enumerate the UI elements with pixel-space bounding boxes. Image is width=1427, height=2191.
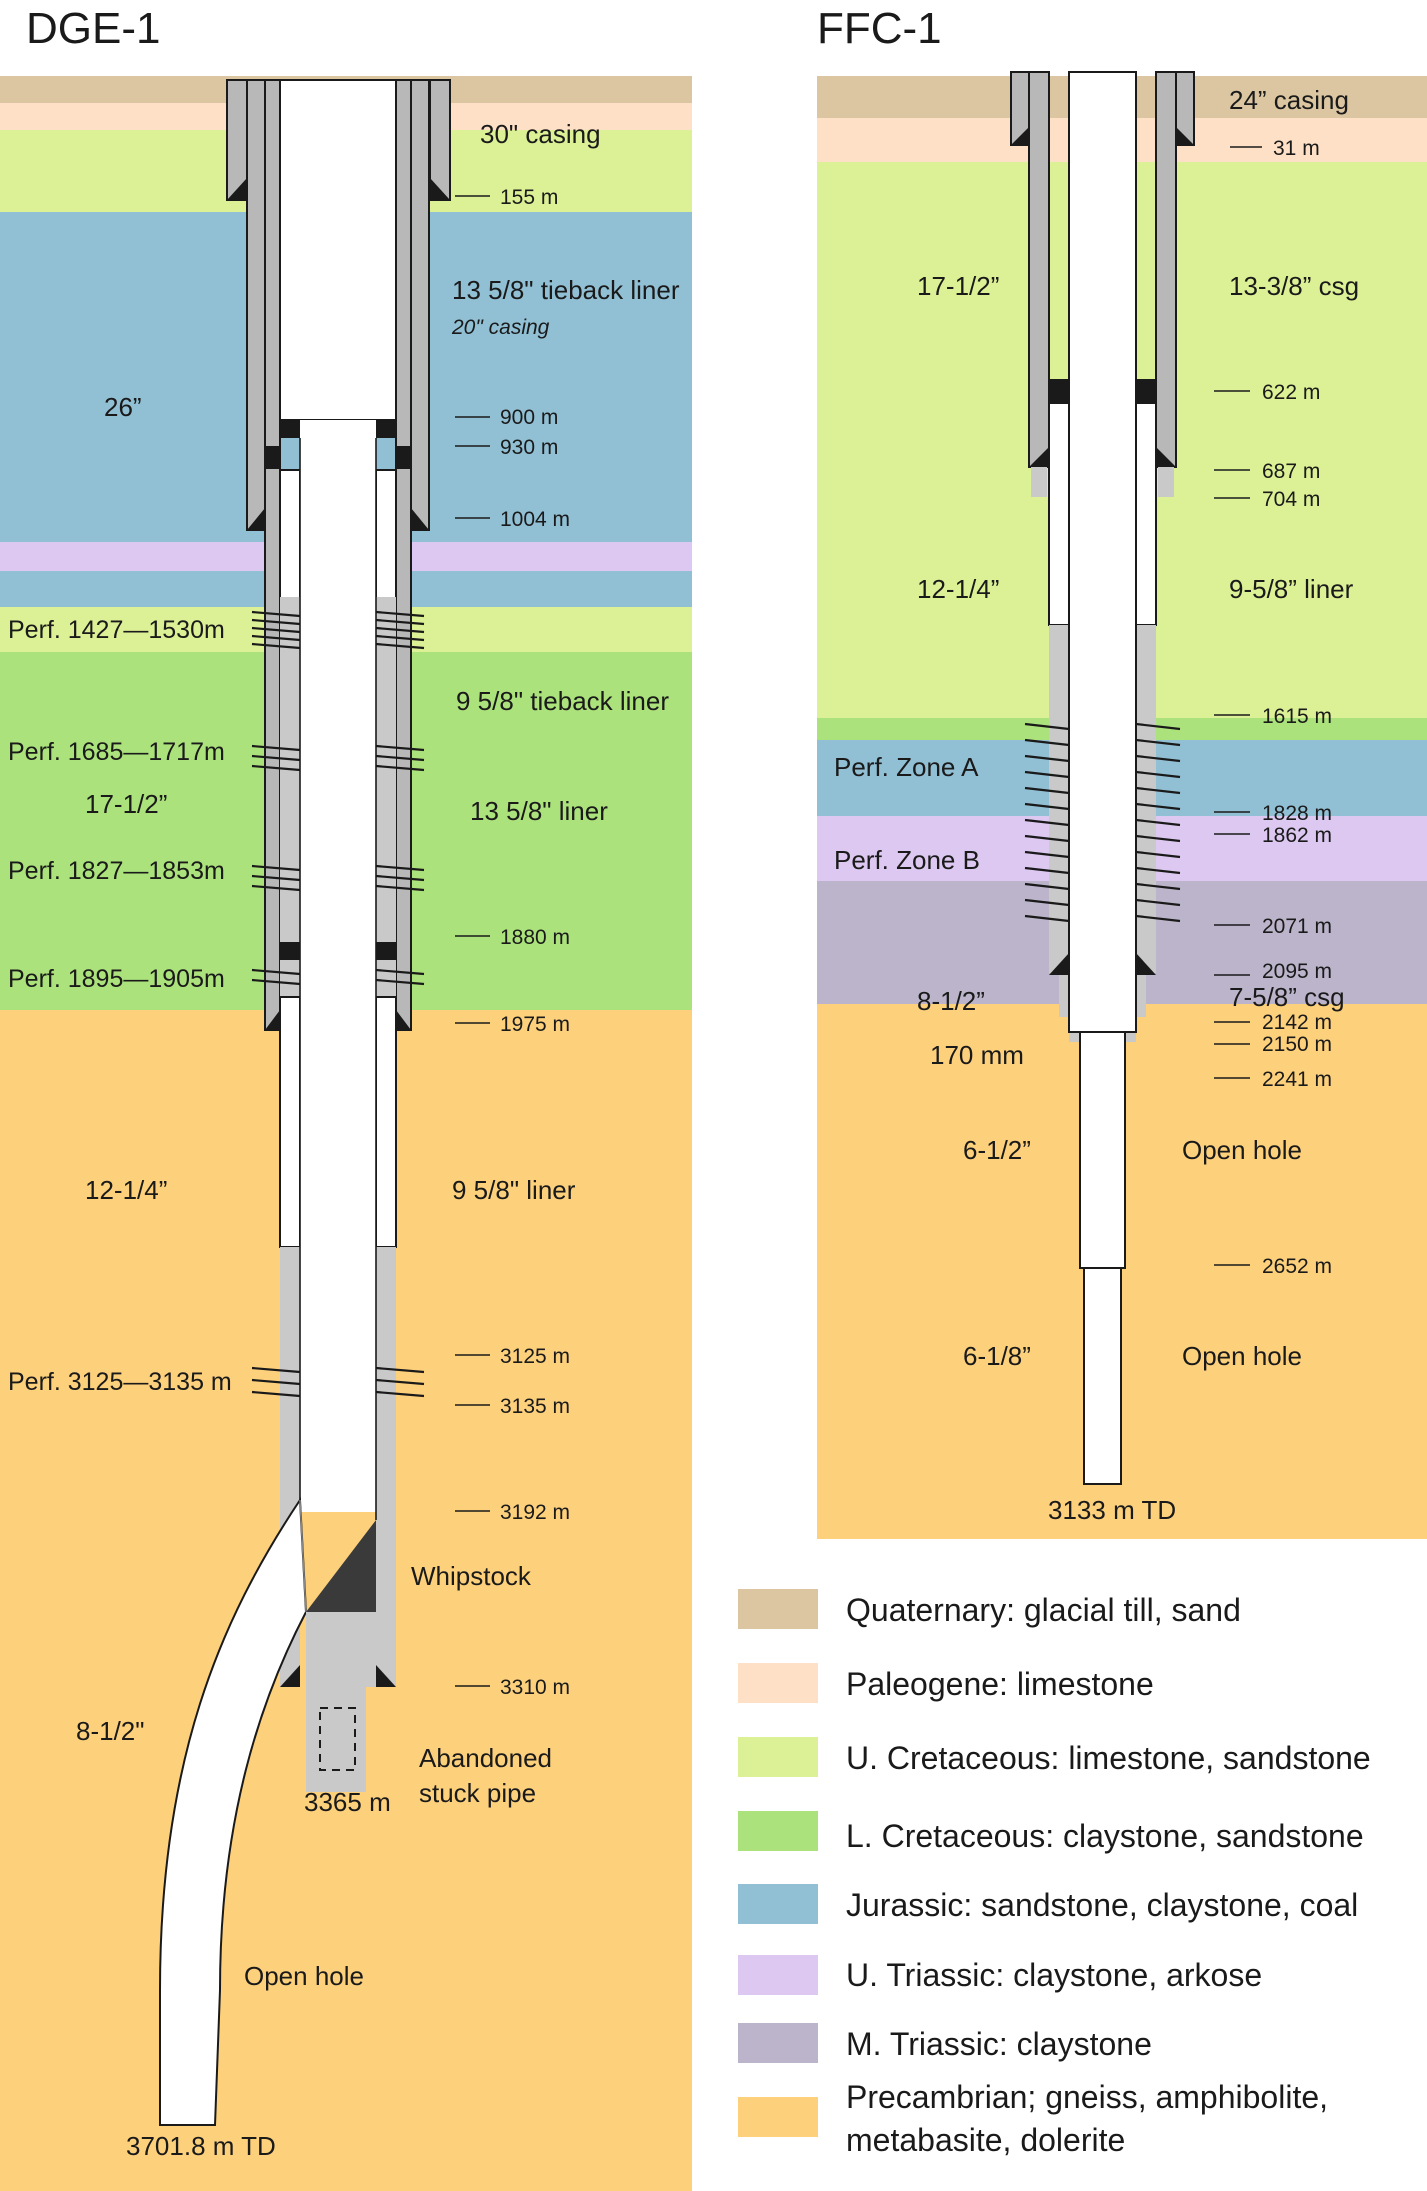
dge-depth-1975: 1975 m — [500, 1013, 570, 1036]
ffc-liner-9-label: 9-5/8” liner — [1229, 574, 1354, 604]
legend-label-l-cretaceous: L. Cretaceous: claystone, sandstone — [846, 1818, 1364, 1854]
whipstock-shape — [306, 1520, 376, 1612]
ffc-perf-a-label: Perf. Zone A — [834, 752, 979, 782]
dge-abandoned-label-2: stuck pipe — [419, 1778, 536, 1808]
dge-liner-13-label: 13 5/8" liner — [470, 796, 608, 826]
ffc-depth-687: 687 m — [1262, 460, 1320, 483]
legend-swatch-precambrian — [738, 2097, 818, 2137]
ffc-depth-2095: 2095 m — [1262, 960, 1332, 983]
ffc-depth-704: 704 m — [1262, 488, 1320, 511]
ffc-open-hole-2: Open hole — [1182, 1341, 1302, 1371]
ffc-hole-8-label: 8-1/2” — [917, 986, 985, 1016]
legend-label-paleogene: Paleogene: limestone — [846, 1666, 1154, 1702]
ffc-depth-ticks — [1214, 146, 1262, 1266]
legend-label-m-triassic: M. Triassic: claystone — [846, 2026, 1152, 2062]
ffc-depth-1828: 1828 m — [1262, 802, 1332, 825]
dge-perforations — [251, 610, 425, 1398]
dge-well — [159, 79, 451, 2126]
stuck-pipe-box — [319, 1707, 356, 1771]
legend-label-u-triassic: U. Triassic: claystone, arkose — [846, 1957, 1262, 1993]
legend-swatch-paleogene — [738, 1663, 818, 1703]
legend: Quaternary: glacial till, sand Paleogene… — [738, 1589, 1371, 2158]
ffc-title: FFC-1 — [817, 4, 942, 53]
ffc-depth-31: 31 m — [1273, 137, 1320, 160]
dge-abandoned-label-1: Abandoned — [419, 1743, 552, 1773]
ffc-depth-2241: 2241 m — [1262, 1068, 1332, 1091]
dge-depth-1880: 1880 m — [500, 926, 570, 949]
dge-hole-26-label: 26” — [104, 392, 142, 422]
dge-perf-2: Perf. 1685—1717m — [8, 738, 225, 766]
legend-label-precambrian-2: metabasite, dolerite — [846, 2122, 1125, 2158]
ffc-depth-2071: 2071 m — [1262, 915, 1332, 938]
dge-stuck-depth: 3365 m — [304, 1787, 391, 1817]
dge-perf-3: Perf. 1827—1853m — [8, 857, 225, 885]
dge-depth-155: 155 m — [500, 186, 558, 209]
dge-depth-1004: 1004 m — [500, 508, 570, 531]
ffc-hole-6-5-label: 6-1/2” — [963, 1135, 1031, 1165]
ffc-csg-7-label: 7-5/8” csg — [1229, 982, 1345, 1012]
dge-casing-30-label: 30" casing — [480, 119, 601, 149]
dge-hole-17-label: 17-1/2” — [85, 789, 167, 819]
legend-swatch-jurassic — [738, 1884, 818, 1924]
legend-swatch-u-cretaceous — [738, 1737, 818, 1777]
dge-perf-5: Perf. 3125—3135 m — [8, 1368, 232, 1396]
ffc-well — [1010, 71, 1195, 1485]
dge-casing-20-label: 20" casing — [451, 316, 550, 339]
dge-title: DGE-1 — [26, 4, 161, 53]
dge-depth-3192: 3192 m — [500, 1501, 570, 1524]
dge-depth-930: 930 m — [500, 436, 558, 459]
dge-sidetrack — [159, 1496, 308, 2126]
ffc-hole-12-label: 12-1/4” — [917, 574, 999, 604]
legend-label-quaternary: Quaternary: glacial till, sand — [846, 1592, 1241, 1628]
dge-tieback-13-label: 13 5/8" tieback liner — [452, 275, 680, 305]
ffc-labels: 24” casing 31 m 17-1/2” 13-3/8” csg 622 … — [834, 85, 1359, 1525]
ffc-perf-b-label: Perf. Zone B — [834, 845, 980, 875]
ffc-casing-24-label: 24” casing — [1229, 85, 1349, 115]
dge-labels: 30" casing 155 m 13 5/8" tieback liner 2… — [8, 119, 680, 2161]
ffc-csg-13-label: 13-3/8” csg — [1229, 271, 1359, 301]
ffc-open-hole-1: Open hole — [1182, 1135, 1302, 1165]
legend-label-jurassic: Jurassic: sandstone, claystone, coal — [846, 1887, 1358, 1923]
dge-hole-12-label: 12-1/4” — [85, 1175, 167, 1205]
dge-depth-3135: 3135 m — [500, 1395, 570, 1418]
legend-label-precambrian-1: Precambrian; gneiss, amphibolite, — [846, 2079, 1328, 2115]
dge-td-label: 3701.8 m TD — [126, 2131, 276, 2161]
legend-swatch-l-cretaceous — [738, 1811, 818, 1851]
dge-liner-9-label: 9 5/8" liner — [452, 1175, 576, 1205]
dge-depth-3125: 3125 m — [500, 1345, 570, 1368]
ffc-td-label: 3133 m TD — [1048, 1495, 1176, 1525]
ffc-depth-1615: 1615 m — [1262, 705, 1332, 728]
ffc-depth-2142: 2142 m — [1262, 1011, 1332, 1034]
dge-open-hole-label: Open hole — [244, 1961, 364, 1991]
dge-tieback-9-label: 9 5/8" tieback liner — [456, 686, 669, 716]
legend-label-u-cretaceous: U. Cretaceous: limestone, sandstone — [846, 1740, 1371, 1776]
ffc-hole-6-1-label: 6-1/8” — [963, 1341, 1031, 1371]
ffc-perforations — [1024, 722, 1181, 923]
ffc-170mm-label: 170 mm — [930, 1040, 1024, 1070]
dge-depth-3310: 3310 m — [500, 1676, 570, 1699]
legend-swatch-m-triassic — [738, 2023, 818, 2063]
ffc-depth-622: 622 m — [1262, 381, 1320, 404]
dge-hole-8-label: 8-1/2" — [76, 1716, 145, 1746]
dge-perf-4: Perf. 1895—1905m — [8, 965, 225, 993]
ffc-depth-2150: 2150 m — [1262, 1033, 1332, 1056]
dge-depth-900: 900 m — [500, 406, 558, 429]
ffc-hole-17-label: 17-1/2” — [917, 271, 999, 301]
legend-swatch-u-triassic — [738, 1955, 818, 1995]
dge-whipstock-label: Whipstock — [411, 1561, 532, 1591]
dge-perf-1: Perf. 1427—1530m — [8, 616, 225, 644]
dge-depth-ticks — [455, 195, 490, 1687]
legend-swatch-quaternary — [738, 1589, 818, 1629]
ffc-depth-2652: 2652 m — [1262, 1255, 1332, 1278]
ffc-depth-1862: 1862 m — [1262, 824, 1332, 847]
